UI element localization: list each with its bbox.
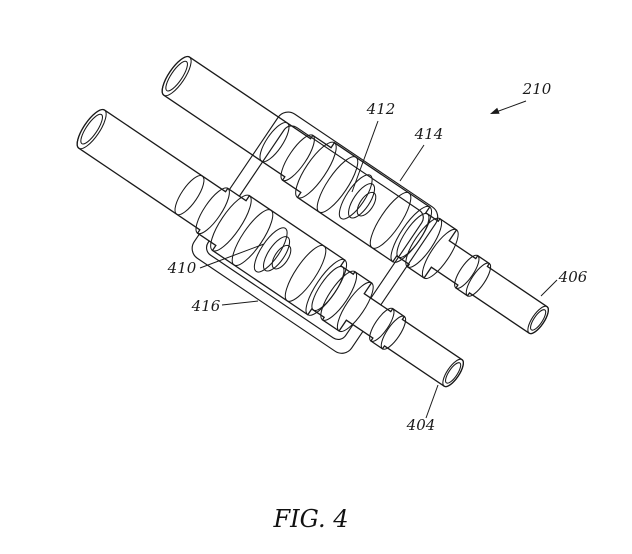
figure-caption: FIG. 4: [273, 505, 349, 533]
arrowhead-210: [490, 107, 500, 114]
leader-line-406: [540, 279, 558, 297]
leader-line-404: [425, 384, 439, 419]
ref-label-412: 412: [366, 100, 396, 118]
ref-label-406: 406: [558, 268, 588, 286]
leader-line-414: [399, 144, 425, 182]
ref-label-410: 410: [167, 259, 197, 277]
ref-label-416: 416: [191, 297, 221, 315]
arrow-line-210: [495, 100, 527, 113]
ref-label-210: 210: [522, 80, 552, 98]
leader-line-412: [351, 120, 379, 193]
ref-label-404: 404: [406, 416, 436, 434]
ref-label-414: 414: [414, 125, 444, 143]
leader-line-410: [199, 243, 265, 269]
leader-lines: [199, 100, 558, 419]
leader-line-416: [221, 300, 259, 306]
